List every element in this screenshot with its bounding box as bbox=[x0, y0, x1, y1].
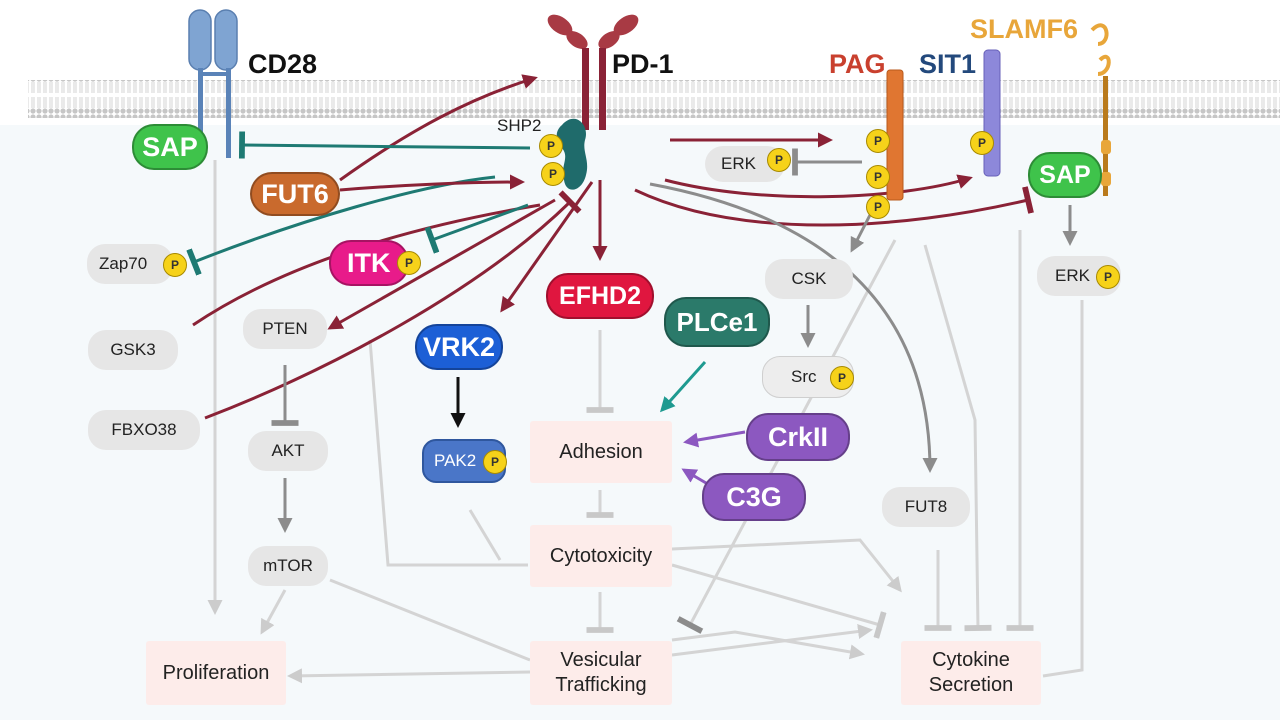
fbxo38-node: FBXO38 bbox=[88, 410, 200, 450]
shp2-label: SHP2 bbox=[497, 116, 542, 135]
sit1-label: SIT1 bbox=[919, 49, 977, 79]
pten-label: PTEN bbox=[262, 319, 308, 338]
itk-pill: ITK bbox=[329, 240, 409, 286]
pd1-receptor-icon bbox=[547, 14, 639, 130]
erk-right-label: ERK bbox=[1055, 266, 1090, 285]
proliferation-label: Proliferation bbox=[162, 661, 270, 684]
phospho-badge-icon: P bbox=[767, 148, 791, 172]
c3g-pill: C3G bbox=[702, 473, 806, 521]
c3g-to-adhesion-arrow bbox=[681, 468, 707, 485]
itk-label: ITK bbox=[347, 247, 391, 278]
csk-label: CSK bbox=[791, 269, 827, 288]
vesicular-label-line2: Trafficking bbox=[555, 674, 647, 696]
fut8-label: FUT8 bbox=[904, 497, 948, 516]
phospho-badge-icon: P bbox=[866, 165, 890, 189]
sap-left-pill: SAP bbox=[132, 124, 208, 170]
phospho-badge-icon: P bbox=[541, 162, 565, 186]
plce1-label: PLCe1 bbox=[676, 306, 758, 337]
cd28-label: CD28 bbox=[248, 49, 318, 79]
cytokine-label-line1: Cytokine bbox=[932, 649, 1010, 671]
src-label: Src bbox=[791, 367, 817, 386]
akt-node: AKT bbox=[248, 431, 328, 471]
sit1-adaptor-icon bbox=[983, 49, 1001, 177]
vesicular-trafficking-box: Vesicular Trafficking bbox=[530, 641, 672, 705]
pd1-label: PD-1 bbox=[612, 49, 674, 79]
phospho-badge-icon: P bbox=[163, 253, 187, 277]
teal-lines bbox=[186, 131, 707, 413]
proliferation-box: Proliferation bbox=[146, 641, 286, 705]
efhd2-pill: EFHD2 bbox=[546, 273, 654, 319]
phospho-badge-icon: P bbox=[970, 131, 994, 155]
cd28-receptor-icon bbox=[188, 9, 238, 158]
fbxo38-label: FBXO38 bbox=[111, 420, 177, 439]
fut8-node: FUT8 bbox=[882, 487, 970, 527]
erk-membrane-node: ERK bbox=[705, 146, 785, 182]
akt-label: AKT bbox=[271, 441, 305, 460]
crkii-pill: CrkII bbox=[746, 413, 850, 461]
zap70-label: Zap70 bbox=[99, 254, 148, 273]
adhesion-label: Adhesion bbox=[559, 440, 643, 463]
pak2-label: PAK2 bbox=[434, 451, 477, 470]
crkii-to-adhesion-arrow bbox=[683, 430, 746, 448]
membrane-bilayer-icon bbox=[28, 80, 1280, 118]
gsk3-label: GSK3 bbox=[110, 340, 156, 359]
crkii-label: CrkII bbox=[767, 421, 829, 452]
adhesion-box: Adhesion bbox=[530, 421, 672, 483]
cytokine-secretion-box: Cytokine Secretion bbox=[901, 641, 1041, 705]
sap-right-pill: SAP bbox=[1028, 152, 1102, 198]
cytokine-label-line2: Secretion bbox=[928, 674, 1014, 696]
mtor-node: mTOR bbox=[248, 546, 328, 586]
csk-node: CSK bbox=[765, 259, 853, 299]
gsk3-node: GSK3 bbox=[88, 330, 178, 370]
efhd2-label: EFHD2 bbox=[559, 281, 641, 310]
cytotoxicity-box: Cytotoxicity bbox=[530, 525, 672, 587]
sap-right-label: SAP bbox=[1039, 160, 1091, 189]
cytotoxicity-label: Cytotoxicity bbox=[549, 544, 653, 567]
pten-node: PTEN bbox=[243, 309, 327, 349]
erk-membrane-label: ERK bbox=[721, 154, 756, 173]
fut6-label: FUT6 bbox=[261, 178, 329, 209]
sap-left-label: SAP bbox=[142, 131, 198, 162]
vrk2-label: VRK2 bbox=[422, 331, 496, 362]
phospho-badge-icon: P bbox=[1096, 265, 1120, 289]
vesicular-label-line1: Vesicular bbox=[560, 649, 642, 671]
fut6-pill: FUT6 bbox=[250, 172, 340, 216]
vrk2-pill: VRK2 bbox=[415, 324, 503, 370]
phospho-badge-icon: P bbox=[397, 251, 421, 275]
phospho-badge-icon: P bbox=[830, 366, 854, 390]
pag-label: PAG bbox=[829, 49, 886, 79]
phospho-badge-icon: P bbox=[866, 195, 890, 219]
pd1-signal-lines bbox=[192, 74, 1034, 420]
phospho-badge-icon: P bbox=[539, 134, 563, 158]
mtor-label: mTOR bbox=[263, 556, 313, 575]
c3g-label: C3G bbox=[726, 481, 782, 512]
plce1-pill: PLCe1 bbox=[664, 297, 770, 347]
phospho-badge-icon: P bbox=[483, 450, 507, 474]
zap70-node: Zap70 bbox=[87, 244, 173, 284]
slamf6-receptor-icon bbox=[1090, 23, 1111, 196]
slamf6-label: SLAMF6 bbox=[970, 14, 1078, 44]
phospho-badge-icon: P bbox=[866, 129, 890, 153]
